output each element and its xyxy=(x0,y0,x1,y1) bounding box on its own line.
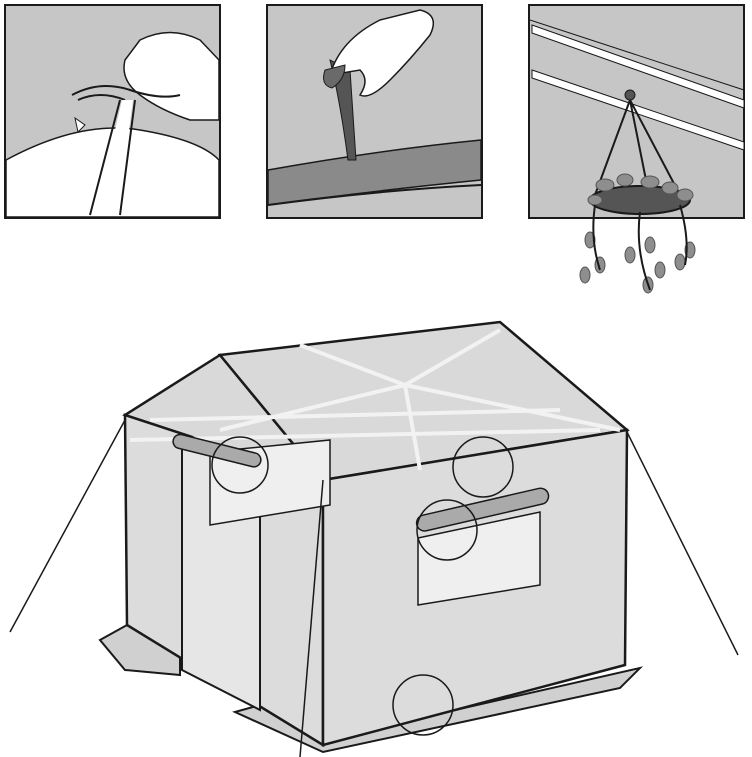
frame-joint-callout-icon xyxy=(452,436,514,498)
greenhouse xyxy=(9,320,739,757)
guy-line-front xyxy=(299,479,324,757)
plant-leaves xyxy=(579,173,696,294)
guy-line-right xyxy=(626,431,739,656)
frame-poles xyxy=(129,328,621,471)
side-window xyxy=(417,511,541,606)
roll-up-door-callout-icon xyxy=(211,436,269,494)
hanging-plant-panel xyxy=(528,4,745,294)
rolled-door xyxy=(172,433,262,468)
tie-strap-panel xyxy=(4,4,221,219)
ground-sheet-left xyxy=(98,623,181,677)
ground-skirt-callout-icon xyxy=(392,674,454,736)
roll-up-window-callout-icon xyxy=(416,499,478,561)
guy-line-left xyxy=(9,419,126,633)
soil-weighting-panel xyxy=(266,4,483,219)
